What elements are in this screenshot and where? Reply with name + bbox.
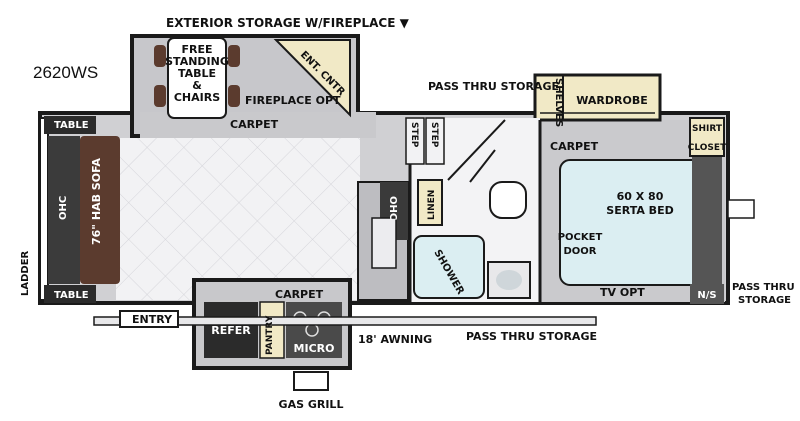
carpet-living-label: CARPET [230, 118, 279, 131]
linen [417, 179, 443, 226]
pantry-label: PANTRY [265, 315, 275, 355]
carpet-bedroom-label: CARPET [550, 140, 599, 153]
ohc-left [48, 136, 80, 284]
ohc-left-label: OHC [58, 196, 69, 220]
shower [413, 235, 485, 299]
ladder [39, 117, 49, 301]
bed [559, 159, 706, 286]
living-floor [116, 138, 360, 300]
ent-cntr [273, 39, 351, 118]
hitch [727, 199, 755, 219]
refer-label: REFER [211, 324, 251, 337]
pass-thru-right-line-1: PASS THRU [732, 282, 795, 293]
bed-headboard [692, 155, 722, 290]
table-bottom [44, 285, 96, 303]
free-standing-line-4: & [192, 79, 202, 92]
step-2-label: STEP [429, 122, 439, 148]
sink-bowl [496, 270, 522, 290]
free-standing-line-3: TABLE [178, 67, 216, 80]
shirt-closet-line-2: CLOSET [688, 143, 727, 153]
pocket-door-line-2: DOOR [563, 246, 596, 257]
ladder-label: LADDER [20, 250, 31, 296]
linen-label: LINEN [427, 190, 437, 220]
free-standing-line-2: STANDING [165, 55, 229, 68]
pass-thru-right-line-2: STORAGE [738, 295, 791, 306]
pantry [259, 301, 285, 359]
shirt-closet-line-1: SHIRT [692, 124, 723, 134]
pass-thru-bottom-label: PASS THRU STORAGE [466, 330, 597, 343]
stove-micro [286, 302, 342, 358]
fireplace-opt-label: FIREPLACE OPT [245, 94, 341, 107]
bed-line-2: SERTA BED [606, 204, 673, 217]
carpet-kitchen-label: CARPET [275, 288, 324, 301]
gas-grill-label: GAS GRILL [279, 398, 344, 411]
shelves-label: SHELVES [553, 78, 564, 127]
step-2 [425, 117, 445, 165]
sofa-label: 76" HAB SOFA [90, 158, 103, 245]
step-1 [405, 117, 425, 165]
gas-grill [293, 371, 329, 391]
toilet [489, 181, 527, 219]
ns-label: N/S [697, 290, 716, 301]
table-chairs [167, 37, 227, 119]
nightstand [690, 284, 724, 304]
tv-opt-label: TV OPT [600, 286, 645, 299]
wardrobe-label: WARDROBE [576, 94, 647, 107]
free-standing-line-1: FREE [181, 43, 212, 56]
step-1-label: STEP [409, 122, 419, 148]
entry-label: ENTRY [132, 313, 173, 326]
pass-thru-top-label: PASS THRU STORAGE [428, 80, 559, 93]
awning-label: 18' AWNING [358, 333, 432, 346]
pocket-door-line-1: POCKET [558, 232, 603, 243]
exterior-storage-label: EXTERIOR STORAGE W/FIREPLACE ▼ [166, 16, 410, 30]
table-top [44, 116, 96, 134]
model-number: 2620WS [33, 63, 99, 82]
free-standing-line-5: CHAIRS [174, 91, 220, 104]
kitchen-sink [371, 217, 397, 269]
table-top-label: TABLE [54, 120, 89, 131]
ohc-kitchen-label: OHC [387, 196, 398, 220]
shirt-closet [689, 117, 725, 157]
refer [204, 302, 258, 358]
table-bottom-label: TABLE [54, 290, 89, 301]
awning-bar [93, 316, 597, 326]
bed-line-1: 60 X 80 [617, 190, 664, 203]
entry-step [119, 310, 179, 328]
micro-label: MICRO [294, 342, 335, 355]
sofa [80, 136, 120, 284]
